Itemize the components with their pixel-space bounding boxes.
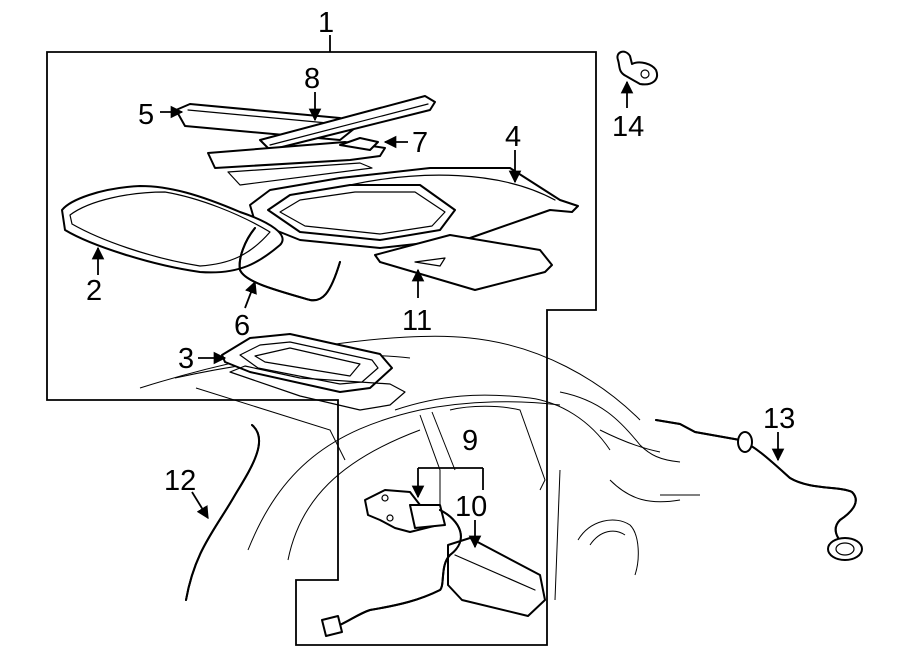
callout-1: 1 bbox=[318, 7, 334, 39]
callout-11: 11 bbox=[402, 305, 432, 337]
part-12-drain-hose bbox=[185, 424, 261, 601]
part-2-glass-panel bbox=[61, 185, 284, 274]
callout-8: 8 bbox=[304, 63, 320, 95]
part-9-motor-bracket bbox=[364, 489, 446, 533]
part-4-sunroof-housing bbox=[249, 167, 579, 249]
callout-12: 12 bbox=[164, 465, 196, 497]
part-13-drain-hose bbox=[655, 419, 863, 561]
callout-3: 3 bbox=[178, 343, 194, 375]
callout-6: 6 bbox=[234, 310, 250, 342]
callout-4: 4 bbox=[505, 121, 521, 153]
part-14-clip bbox=[616, 50, 658, 86]
part-7-bracket bbox=[207, 137, 386, 186]
callout-13: 13 bbox=[763, 403, 795, 435]
callout-9: 9 bbox=[462, 425, 478, 457]
part-11-sunshade bbox=[374, 234, 553, 291]
callout-labels: 1 2 3 4 5 6 7 8 9 10 11 12 13 14 bbox=[86, 7, 795, 523]
callout-5: 5 bbox=[138, 99, 154, 131]
vehicle-body-outline bbox=[139, 335, 700, 601]
assembly-frame-1 bbox=[46, 51, 597, 646]
leader-lines bbox=[91, 35, 785, 549]
part-6-seal bbox=[238, 227, 341, 302]
wiring-harness bbox=[321, 509, 462, 637]
callout-10: 10 bbox=[455, 491, 487, 523]
callout-2: 2 bbox=[86, 275, 102, 307]
part-3-seal-ring bbox=[221, 333, 406, 411]
part-10-motor-module bbox=[447, 537, 546, 617]
callout-7: 7 bbox=[412, 127, 428, 159]
callout-14: 14 bbox=[612, 111, 644, 143]
